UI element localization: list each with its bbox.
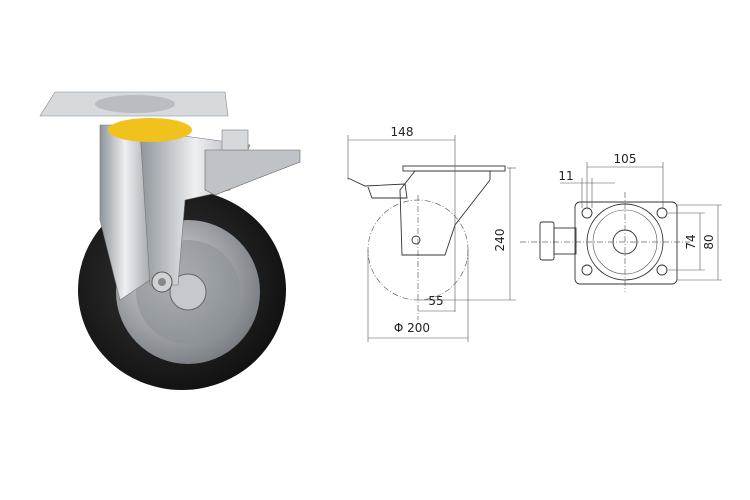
brake-lever [204, 129, 301, 196]
dim-80: 80 [702, 234, 716, 249]
side-view: 148 240 55 Φ 200 [347, 125, 516, 342]
brake-top [539, 221, 555, 261]
dim-240: 240 [493, 229, 507, 252]
hub-center [169, 273, 207, 311]
bolt-hole [581, 264, 593, 276]
axle-bolt [158, 278, 166, 286]
brake-housing [221, 129, 249, 151]
dim-148: 148 [391, 125, 414, 139]
dim-105: 105 [614, 152, 637, 166]
bolt-hole [581, 207, 593, 219]
plate-center-boss [95, 95, 175, 113]
mounting-plate [402, 165, 506, 172]
dim-55: 55 [428, 294, 443, 308]
yellow-ring [108, 118, 192, 142]
brake [347, 177, 408, 199]
dim-11: 11 [558, 169, 573, 183]
axle-hole [411, 235, 421, 245]
bolt-hole [656, 264, 668, 276]
brake-mechanism [553, 227, 577, 255]
fork [399, 170, 491, 256]
dim-diameter-200: Φ 200 [394, 321, 430, 335]
brake-pedal [204, 149, 301, 196]
top-view: 105 11 74 80 [520, 152, 722, 292]
bolt-hole [656, 207, 668, 219]
top-plate [39, 91, 229, 142]
top-plate-outline [574, 201, 678, 285]
dim-74: 74 [684, 234, 698, 249]
